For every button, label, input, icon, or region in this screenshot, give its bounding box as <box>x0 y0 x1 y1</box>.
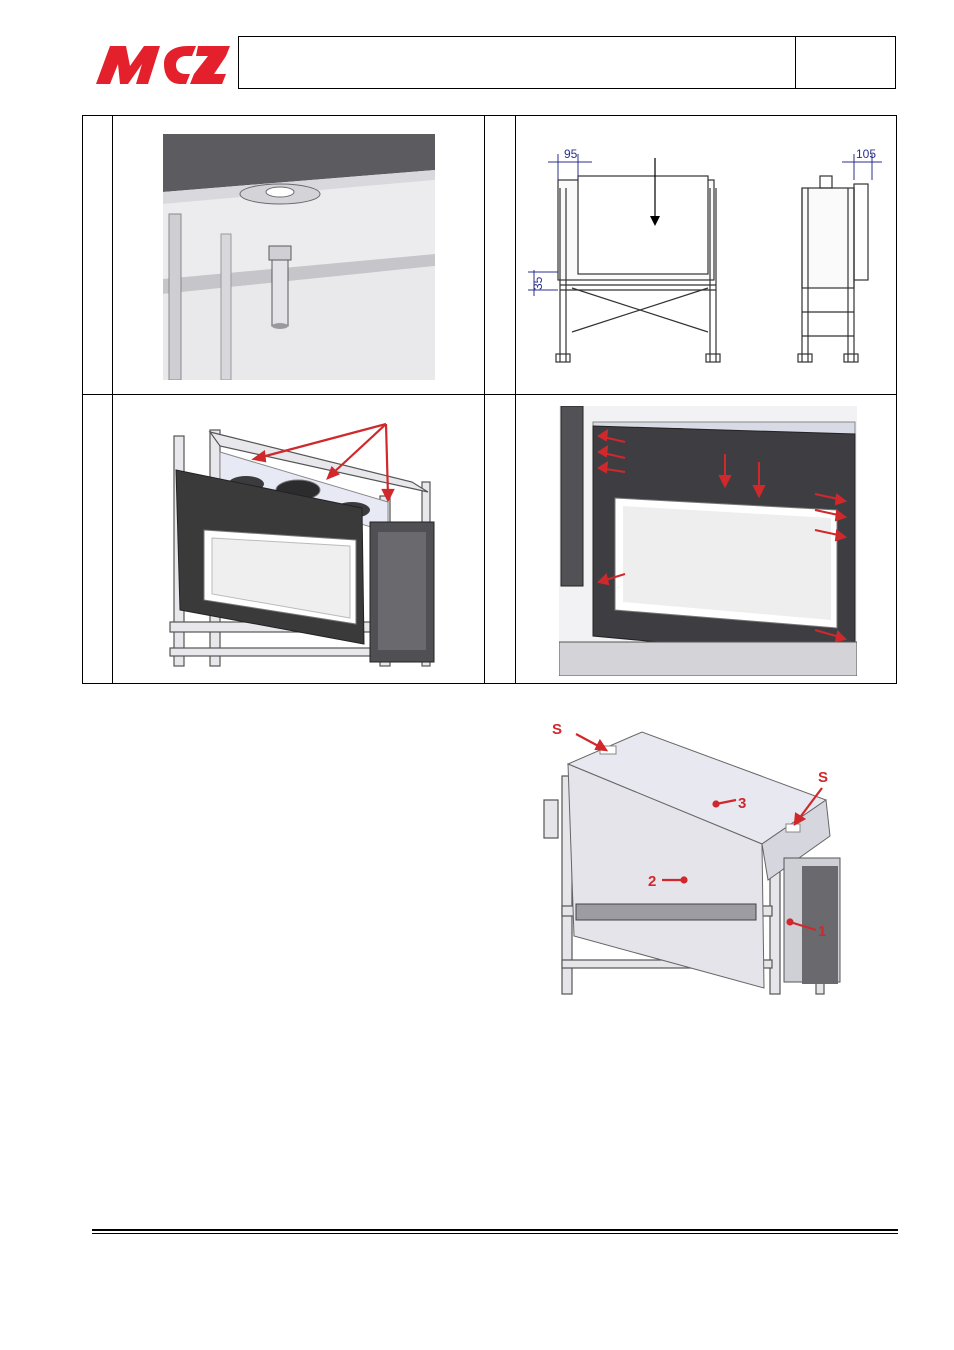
mcz-logo <box>96 46 230 84</box>
dimension-35: 35 <box>531 276 545 290</box>
figure-2-dimensions: 95 105 35 <box>528 147 882 363</box>
figure-4-gasket-detail <box>559 406 857 676</box>
grid-divider <box>515 116 516 683</box>
dimension-105: 105 <box>856 147 876 161</box>
figure-grid <box>82 115 897 684</box>
footer-rule <box>92 1229 898 1231</box>
header-box <box>238 36 896 89</box>
grid-divider <box>484 116 485 683</box>
label-seal-a: S <box>552 721 562 738</box>
footer-rule <box>92 1233 898 1234</box>
label-part-1: 1 <box>818 923 826 940</box>
figure-5-insulation-panels: S S 3 2 1 <box>543 721 841 995</box>
label-part-2: 2 <box>648 873 656 890</box>
label-part-3: 3 <box>738 795 746 812</box>
label-seal-b: S <box>818 769 828 786</box>
figure-1-leveling-foot <box>163 134 435 380</box>
figure-3-front-panel <box>166 412 438 668</box>
grid-divider <box>83 394 896 395</box>
header-divider <box>795 37 796 88</box>
grid-divider <box>112 116 113 683</box>
dimension-95: 95 <box>564 147 578 161</box>
